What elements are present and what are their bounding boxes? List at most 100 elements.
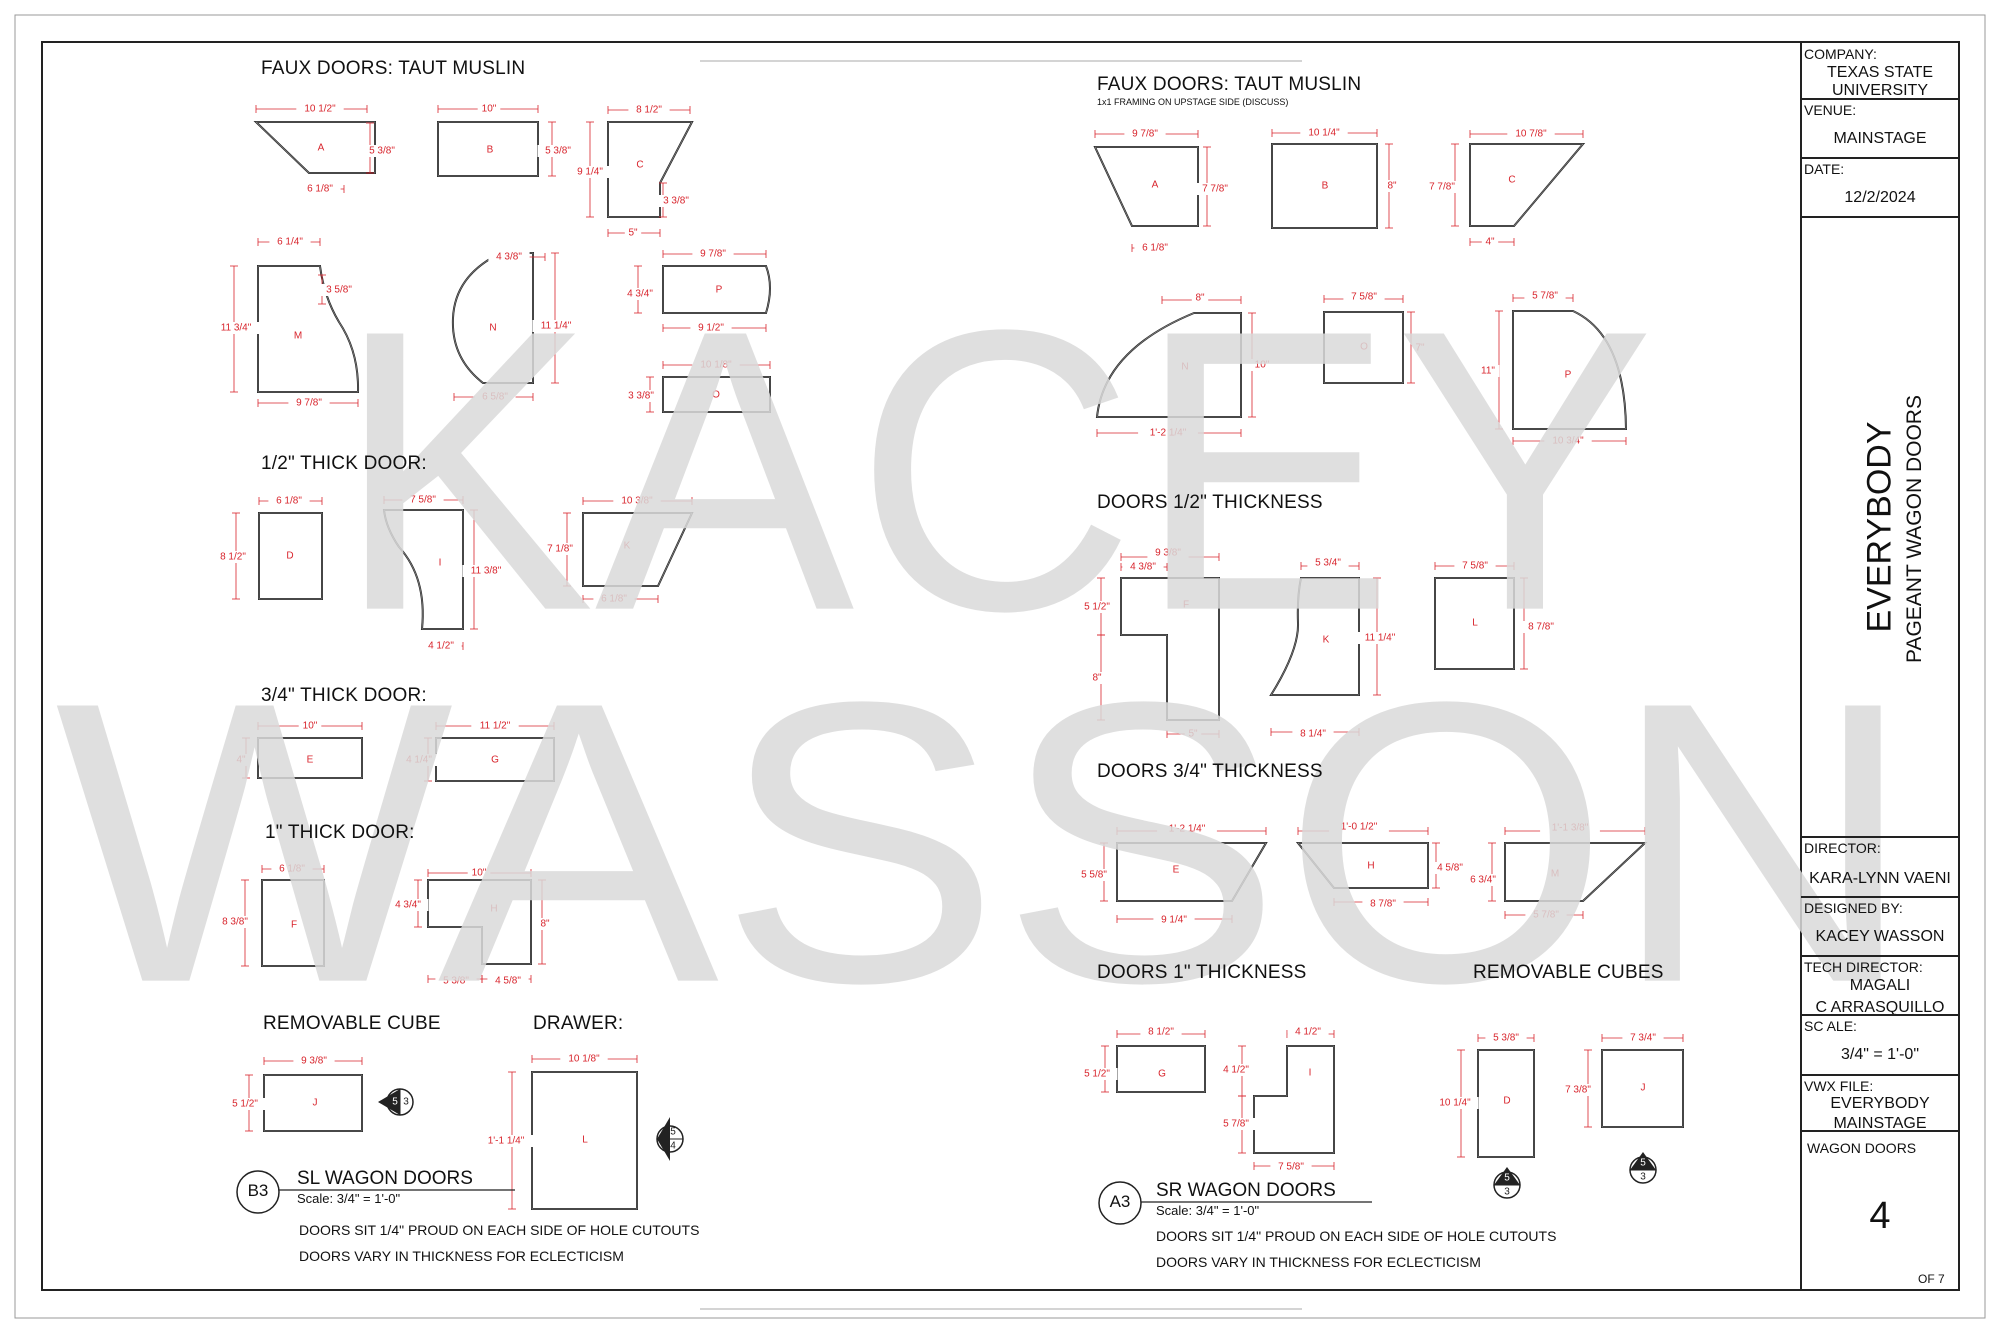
door-label-d: D — [286, 551, 293, 562]
dimension-bg — [1544, 435, 1592, 447]
dimension-bg — [1076, 1068, 1118, 1080]
dimension-bg — [1520, 621, 1562, 633]
dimension-bg — [692, 248, 734, 260]
view-title-right: SR WAGON DOORS — [1156, 1180, 1336, 1201]
door-label-j: J — [1641, 1083, 1646, 1094]
dimension-text: 4 5/8" — [495, 976, 521, 987]
door-inner-line — [531, 1071, 638, 1210]
dimension-bg — [296, 103, 344, 115]
door-inner-line — [263, 1074, 363, 1132]
dimension-text: 5 1/2" — [232, 1099, 258, 1110]
tb-venue-value: MAINSTAGE — [1833, 130, 1927, 147]
dimension-bg — [628, 104, 670, 116]
door-label-h: H — [490, 904, 497, 915]
dimension-text: 4 3/8" — [1130, 562, 1156, 573]
dimension-bg — [488, 251, 530, 263]
dimension-text: 5 3/8" — [443, 976, 469, 987]
dimension-text: 10 7/8" — [1515, 129, 1547, 140]
dimension-text: 9 3/8" — [301, 1056, 327, 1067]
door-piece-h: H10"4 3/4"8"5 3/8"4 5/8" — [387, 867, 554, 987]
door-label-o: O — [712, 390, 720, 401]
heading-left-one: 1" THICK DOOR: — [265, 822, 415, 843]
door-label-c: C — [636, 160, 643, 171]
heading-right-one: DOORS 1" THICKNESS — [1097, 962, 1307, 983]
tb-venue-label: VENUE: — [1804, 102, 1857, 118]
dimension-text: 1'-1 1/4" — [488, 1136, 525, 1147]
section-marker-left-drawer: 54 — [656, 1117, 684, 1161]
dimension-text: 7 3/4" — [1630, 1033, 1656, 1044]
tb-director-label: DIRECTOR: — [1804, 840, 1881, 856]
marker-bottom: 4 — [670, 1141, 676, 1152]
door-inner-line — [261, 879, 325, 967]
dimension-bg — [1343, 291, 1385, 303]
door-piece-p: P9 7/8"4 3/4"9 1/2" — [619, 248, 771, 334]
dimension-bg — [268, 495, 310, 507]
dimension-bg — [1524, 290, 1566, 302]
door-label-i: I — [1309, 1068, 1312, 1079]
tb-scale: SC ALE: 3/4" = 1'-0" — [1801, 1016, 1959, 1076]
door-piece-p: P5 7/8"11"10 3/4" — [1476, 290, 1628, 447]
dimension-text: 3 3/8" — [628, 391, 654, 402]
dimension-text: 10" — [482, 104, 497, 115]
dimension-text: 9 7/8" — [296, 398, 322, 409]
marker-arrow — [378, 1089, 400, 1115]
marker-top: 5 — [392, 1097, 398, 1108]
dimension-bg — [1124, 128, 1166, 140]
dimension-bg — [1270, 1161, 1312, 1173]
door-piece-m: M1'-1 3/8"6 3/4"5 7/8" — [1462, 822, 1648, 921]
door-label-f: F — [1183, 600, 1189, 611]
note-right-1: DOORS SIT 1/4" PROUD ON EACH SIDE OF HOL… — [1156, 1228, 1557, 1244]
tb-designer: DESIGNED BY: KACEY WASSON — [1801, 898, 1959, 957]
door-inner-line — [427, 879, 532, 965]
dimension-text: 9 1/4" — [577, 167, 603, 178]
dimension-text: 1'-1 3/8" — [1552, 823, 1589, 834]
dimension-bg — [1153, 914, 1195, 926]
heading-right-cubes: REMOVABLE CUBES — [1473, 962, 1664, 983]
door-inner-line — [1323, 311, 1404, 384]
dimension-text: 8 1/2" — [636, 105, 662, 116]
dimension-bg — [402, 494, 444, 506]
dimension-bg — [537, 145, 579, 157]
dimension-bg — [539, 543, 581, 555]
dimension-bg — [1454, 560, 1496, 572]
dimension-bg — [690, 322, 732, 334]
dimension-text: 8" — [1387, 181, 1397, 192]
dimension-bg — [487, 975, 529, 987]
dimension-text: 8 1/4" — [1300, 729, 1326, 740]
dimension-bg — [1421, 181, 1463, 193]
dimension-text: 5 7/8" — [1533, 910, 1559, 921]
heading-left-cube: REMOVABLE CUBE — [263, 1013, 441, 1034]
tb-date-value: 12/2/2024 — [1844, 189, 1916, 206]
tb-venue: VENUE: MAINSTAGE — [1801, 100, 1959, 159]
door-piece-n: N4 3/8"11 1/4"6 5/8" — [451, 251, 580, 403]
dimension-bg — [1191, 292, 1209, 304]
dimension-bg — [1138, 427, 1198, 439]
door-piece-g: G8 1/2"5 1/2" — [1076, 1026, 1206, 1093]
marker-top: 5 — [1504, 1173, 1510, 1184]
door-inner-line — [1469, 143, 1584, 227]
dimension-text: 10" — [472, 868, 487, 879]
door-label-f: F — [291, 920, 297, 931]
door-outline — [1093, 146, 1199, 227]
tb-scale-value: 3/4" = 1'-0" — [1840, 1046, 1919, 1063]
heading-right-threeq: DOORS 3/4" THICKNESS — [1097, 761, 1323, 782]
dimension-text: 5 3/8" — [369, 146, 395, 157]
door-piece-c: C8 1/2"9 1/4"3 3/8"5" — [569, 104, 697, 239]
door-inner-line — [452, 252, 534, 384]
dimension-text: 6 1/8" — [276, 496, 302, 507]
tb-director-value: KARA-LYNN VAENI — [1809, 870, 1951, 887]
dimension-bg — [212, 551, 254, 563]
dimension-bg — [269, 236, 311, 248]
dimension-text: 5" — [1188, 729, 1198, 740]
dimension-bg — [1411, 342, 1429, 354]
dimension-bg — [288, 397, 330, 409]
dimension-text: 5 1/2" — [1084, 1069, 1110, 1080]
door-inner-line — [258, 512, 323, 600]
section-marker-right-cube-j: 53 — [1629, 1152, 1657, 1184]
door-piece-e: E10"4" — [232, 720, 363, 779]
dimension-text: 10" — [303, 721, 318, 732]
dimension-bg — [420, 640, 462, 652]
dimension-text: 6 1/8" — [1142, 243, 1168, 254]
dimension-bg — [387, 899, 429, 911]
